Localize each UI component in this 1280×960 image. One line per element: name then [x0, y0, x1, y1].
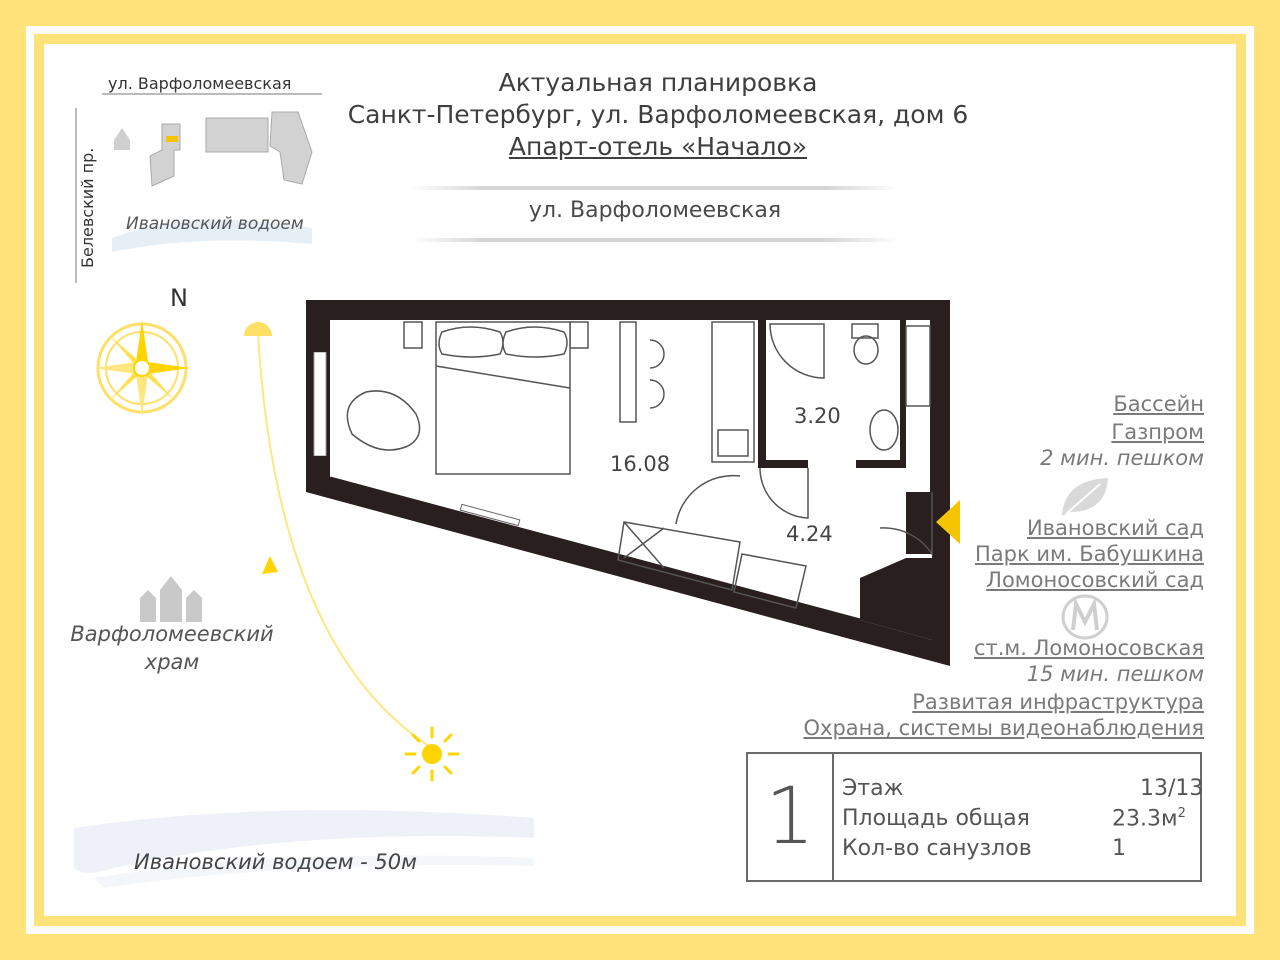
amenity-pool-1[interactable]: Бассейн	[1113, 392, 1204, 416]
mini-map-street-top: ул. Варфоломеевская	[108, 74, 292, 93]
title-hotel-link[interactable]: Апарт-отель «Начало»	[508, 132, 808, 161]
title-line-1: Актуальная планировка	[498, 68, 818, 97]
baths-value: 1	[1112, 836, 1126, 861]
street-band	[410, 186, 900, 242]
amenity-metro-time: 15 мин. пешком	[1026, 662, 1204, 686]
mini-map-pond-label: Ивановский водоем	[126, 214, 304, 234]
area-value: 23.3м2	[1112, 806, 1186, 832]
mini-map-street-side: Белевский пр.	[78, 147, 97, 268]
compass-rose-icon	[94, 320, 190, 416]
leaf-icon	[1062, 478, 1108, 516]
floor-label: Этаж	[842, 776, 904, 801]
amenity-park-2[interactable]: Парк им. Бабушкина	[975, 542, 1204, 566]
title-address: Санкт-Петербург, ул. Варфоломеевская, до…	[347, 100, 969, 129]
area-label: Площадь общая	[842, 806, 1030, 831]
mini-map-buildings	[149, 111, 313, 187]
sun-icon	[404, 726, 460, 782]
amenity-security[interactable]: Охрана, системы видеонаблюдения	[803, 716, 1204, 740]
church-icon	[140, 576, 202, 622]
room-area-bath: 3.20	[794, 404, 841, 428]
sun-path	[244, 322, 433, 749]
amenity-pool-time: 2 мин. пешком	[1040, 446, 1204, 470]
compass-north-label: N	[170, 284, 188, 312]
amenity-pool-2[interactable]: Газпром	[1111, 420, 1204, 444]
room-area-living: 16.08	[610, 452, 671, 476]
church-label-2: храм	[144, 650, 200, 674]
pond-wave	[74, 810, 534, 888]
entrance-marker-icon	[936, 500, 960, 544]
rooms-count: 1	[748, 754, 834, 880]
amenity-metro[interactable]: ст.м. Ломоносовская	[973, 636, 1204, 660]
church-label-1: Варфоломеевский	[70, 622, 274, 646]
street-label: ул. Варфоломеевская	[528, 198, 782, 223]
floor-value: 13/13	[1140, 776, 1204, 801]
mini-map	[75, 93, 322, 283]
floor-plan	[306, 300, 950, 666]
amenity-park-1[interactable]: Ивановский сад	[1026, 516, 1204, 540]
baths-label: Кол-во санузлов	[842, 836, 1032, 861]
pond-distance-label: Ивановский водоем - 50м	[134, 850, 417, 874]
room-area-hall: 4.24	[786, 522, 833, 546]
metro-icon	[1061, 594, 1109, 640]
amenity-infrastructure[interactable]: Развитая инфраструктура	[912, 690, 1204, 714]
apartment-info-card: 1 Этаж 13/13 Площадь общая 23.3м2 Кол-во…	[746, 752, 1204, 882]
amenity-park-3[interactable]: Ломоносовский сад	[986, 568, 1204, 592]
